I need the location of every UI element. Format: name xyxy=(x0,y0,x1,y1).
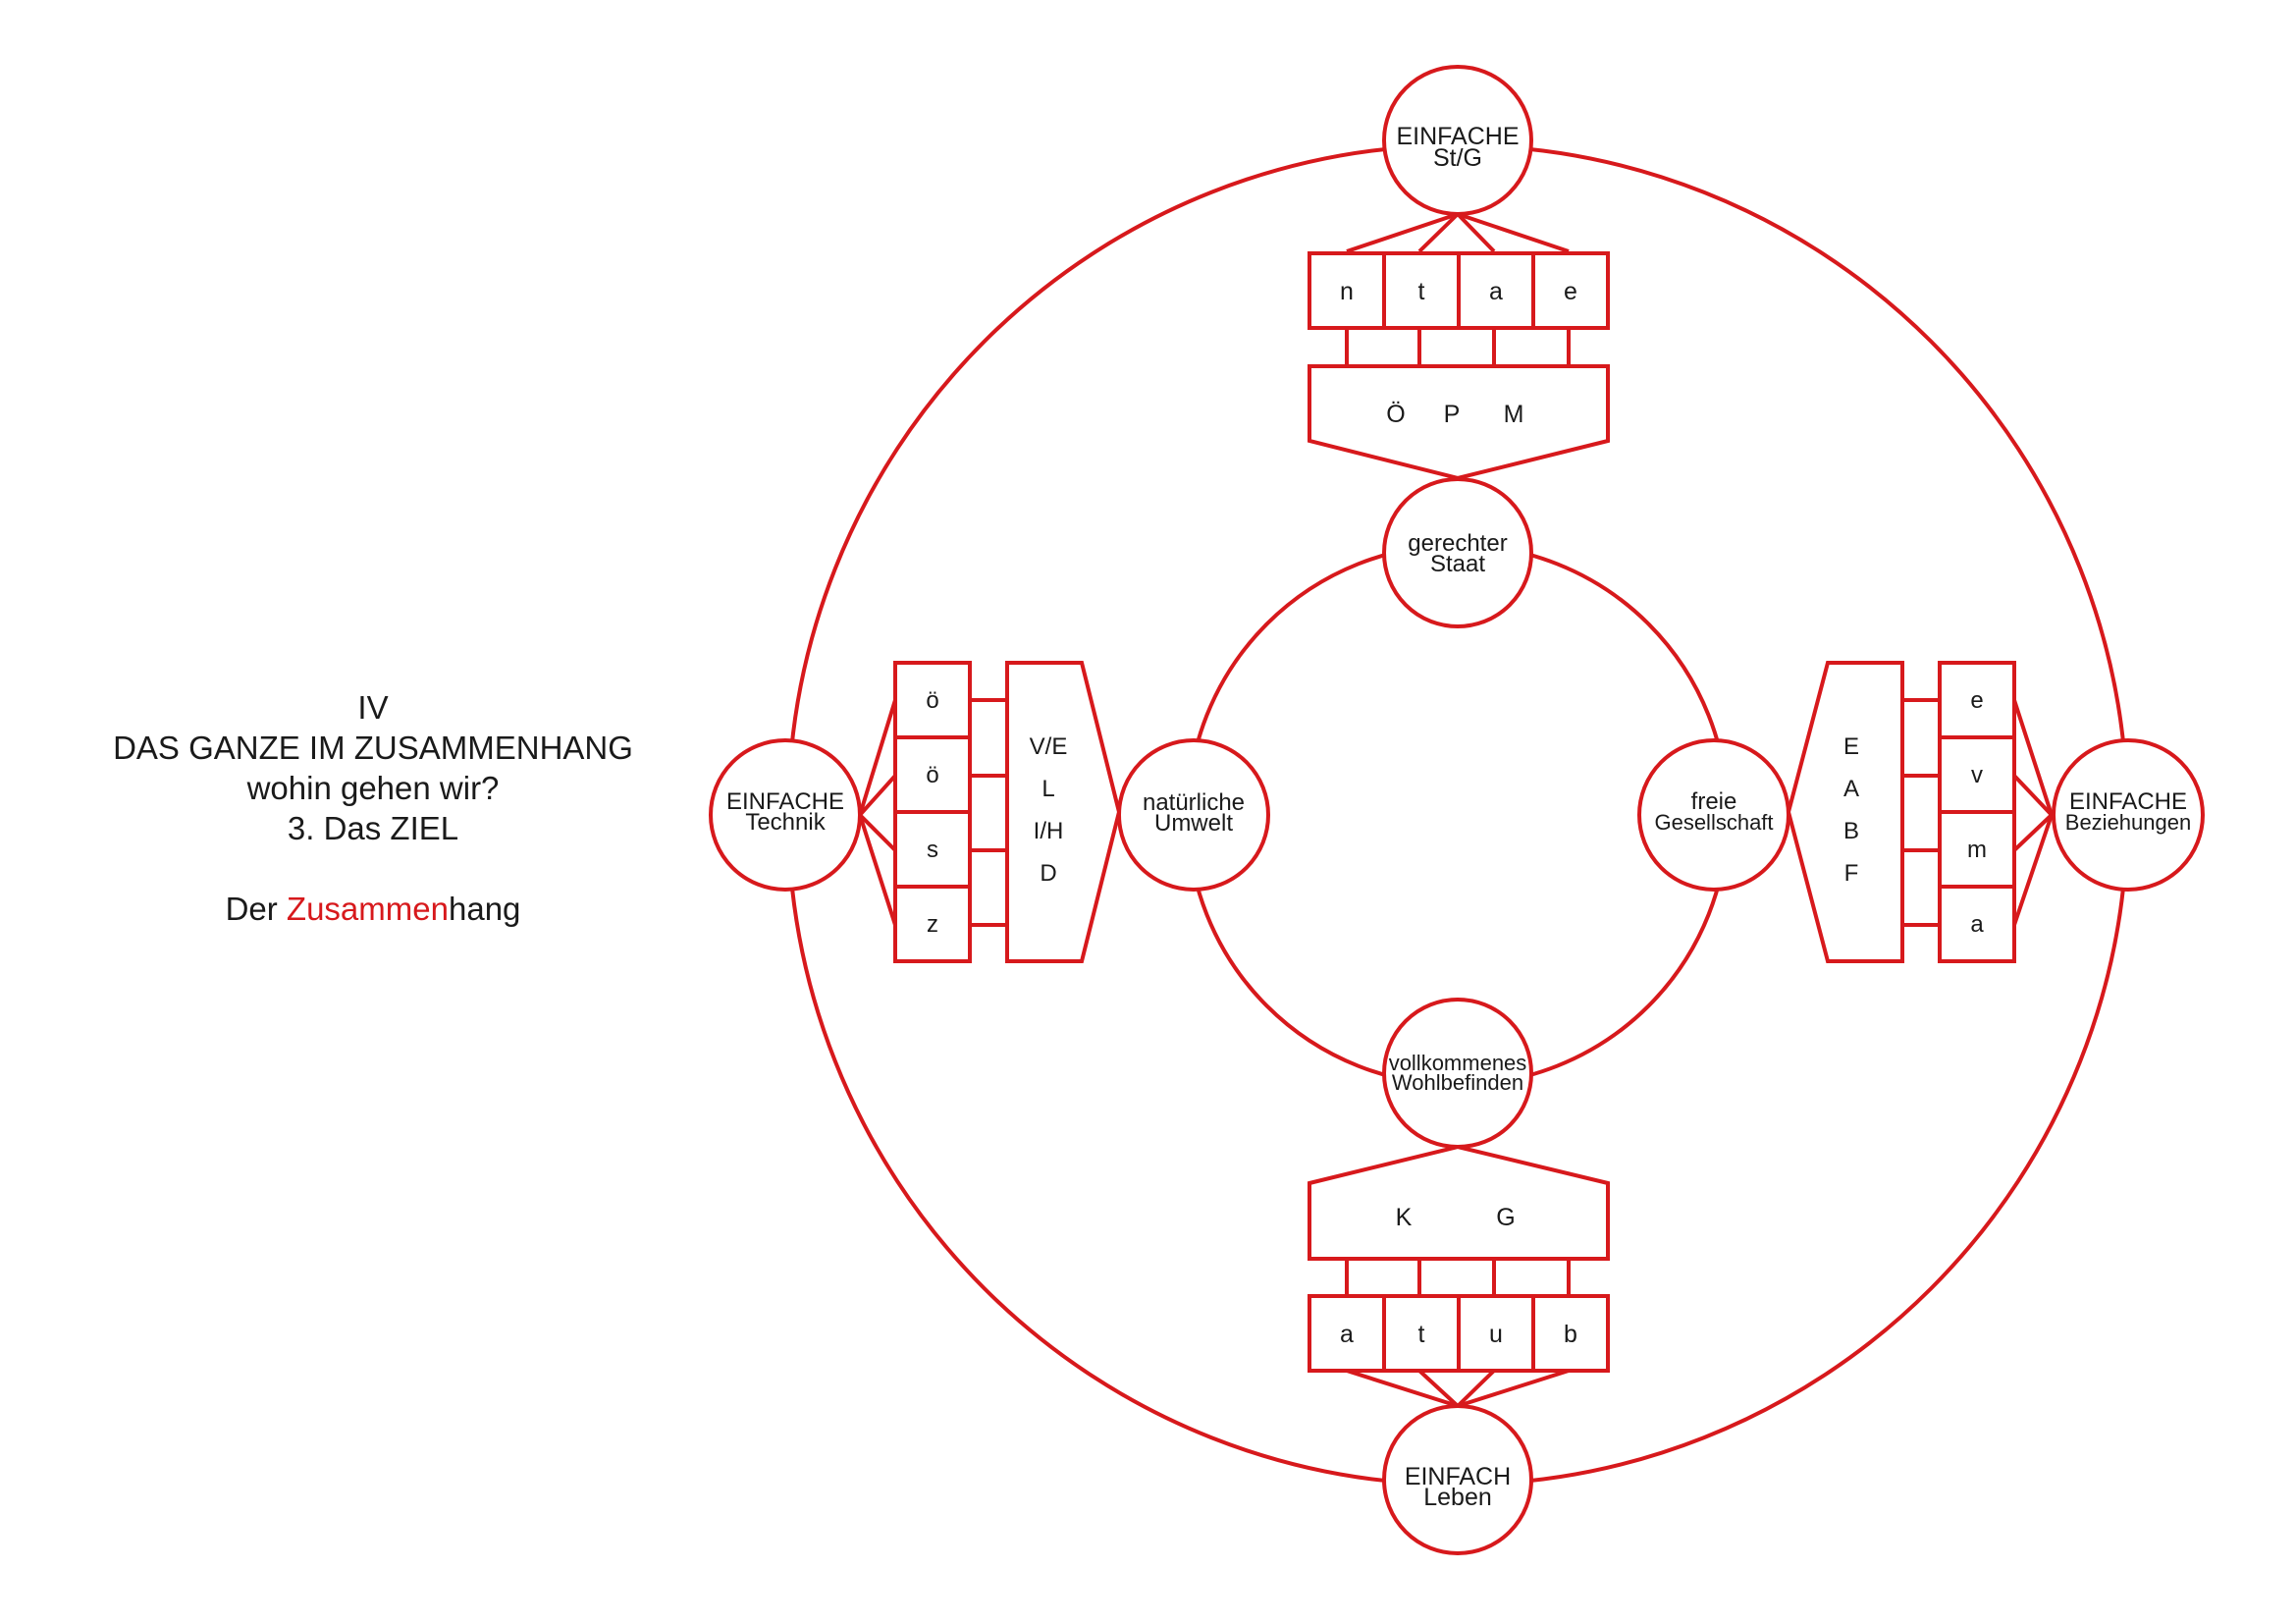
left-bar-label-4: D xyxy=(1040,860,1056,887)
node-inner-top-circle xyxy=(1382,477,1533,628)
node-bottom-circle xyxy=(1382,1404,1533,1555)
top-cell-4-label: e xyxy=(1564,278,1577,305)
left-cell-4-label: z xyxy=(927,911,938,938)
bottom-cell-3-label: u xyxy=(1489,1321,1503,1348)
title-block: IV DAS GANZE IM ZUSAMMENHANG wohin gehen… xyxy=(59,687,687,929)
top-cell-2 xyxy=(1382,251,1461,330)
left-cell-2 xyxy=(893,735,972,814)
title-line-3: wohin gehen wir? xyxy=(246,770,500,806)
node-top-label-2: St/G xyxy=(1433,144,1482,172)
subtitle-suffix: hang xyxy=(448,891,521,927)
node-bottom-label-2: Leben xyxy=(1423,1484,1492,1511)
right-cell-1-label: e xyxy=(1970,687,1983,714)
node-left-circle xyxy=(709,738,862,892)
top-bar-label-1: Ö xyxy=(1386,401,1405,428)
top-bar-label-2: P xyxy=(1444,401,1461,428)
left-cell-3-label: s xyxy=(927,837,938,863)
right-cell-4-label: a xyxy=(1970,911,1984,938)
node-top-label-1: EINFACHE xyxy=(1396,123,1519,150)
left-cell-4 xyxy=(893,885,972,963)
right-bar-label-2: A xyxy=(1843,776,1859,802)
right-branch xyxy=(1786,661,2054,963)
title-line-2: DAS GANZE IM ZUSAMMENHANG xyxy=(113,730,633,766)
bottom-cell-1-label: a xyxy=(1340,1321,1354,1348)
node-right-circle xyxy=(2052,738,2205,892)
node-left-label-1: EINFACHE xyxy=(726,788,844,815)
top-cell-2-label: t xyxy=(1418,278,1425,305)
subtitle: Der Zusammenhang xyxy=(59,889,687,929)
title-line-4: 3. Das ZIEL xyxy=(287,810,459,846)
top-cell-1 xyxy=(1308,251,1386,330)
node-left-label-2: Technik xyxy=(745,809,826,836)
node-right-label-1: EINFACHE xyxy=(2069,788,2187,815)
node-top-circle xyxy=(1382,65,1533,216)
outer-ring xyxy=(786,143,2129,1487)
bottom-cell-4 xyxy=(1531,1294,1610,1373)
bottom-cell-2-label: t xyxy=(1418,1321,1425,1348)
bottom-cell-2 xyxy=(1382,1294,1461,1373)
subtitle-highlight: Zusammen xyxy=(286,891,449,927)
left-cell-3 xyxy=(893,810,972,889)
title-gap xyxy=(59,848,687,889)
top-cell-3-label: a xyxy=(1489,278,1503,305)
node-inner-right-circle xyxy=(1637,738,1790,892)
left-branch xyxy=(858,661,1122,963)
right-bar-label-4: F xyxy=(1844,860,1859,887)
node-inner-top-label-1: gerechter xyxy=(1408,530,1507,557)
bottom-bar-label-2: G xyxy=(1496,1204,1515,1231)
left-bar-label-3: I/H xyxy=(1034,818,1064,844)
bottom-bar-shape xyxy=(1308,1144,1610,1261)
title-line-1: IV xyxy=(357,689,389,726)
subtitle-prefix: Der xyxy=(225,891,287,927)
node-inner-bottom-label-2: Wohlbefinden xyxy=(1392,1070,1523,1095)
left-cell-1-label: ö xyxy=(926,687,938,714)
left-cell-2-label: ö xyxy=(926,762,938,788)
node-inner-left-circle xyxy=(1117,738,1270,892)
left-cell-1 xyxy=(893,661,972,739)
right-cell-2 xyxy=(1938,735,2016,814)
node-inner-right-label-2: Gesellschaft xyxy=(1654,810,1773,835)
right-cell-3 xyxy=(1938,810,2016,889)
right-cell-4 xyxy=(1938,885,2016,963)
node-inner-bottom-circle xyxy=(1382,998,1533,1149)
top-cell-4 xyxy=(1531,251,1610,330)
top-bar-label-3: M xyxy=(1504,401,1524,428)
top-bar-shape xyxy=(1308,364,1610,481)
top-branch xyxy=(1308,212,1610,481)
bottom-bar-label-1: K xyxy=(1396,1204,1413,1231)
node-inner-top-label-2: Staat xyxy=(1430,551,1485,577)
node-inner-right-label-1: freie xyxy=(1691,788,1737,815)
node-inner-bottom-label-1: vollkommenes xyxy=(1389,1051,1527,1075)
node-bottom-label-1: EINFACH xyxy=(1405,1463,1511,1490)
left-bar-shape xyxy=(1005,661,1122,963)
right-bar-shape xyxy=(1786,661,1904,963)
bottom-cell-4-label: b xyxy=(1564,1321,1577,1348)
top-cell-1-label: n xyxy=(1340,278,1354,305)
right-bar-label-1: E xyxy=(1843,733,1859,760)
left-bar-label-1: V/E xyxy=(1030,733,1068,760)
node-right-label-2: Beziehungen xyxy=(2065,810,2191,835)
right-cell-2-label: v xyxy=(1971,762,1983,788)
right-bar-label-3: B xyxy=(1843,818,1859,844)
bottom-branch xyxy=(1308,1144,1610,1408)
right-cell-3-label: m xyxy=(1967,837,1987,863)
left-bar-label-2: L xyxy=(1041,776,1054,802)
node-inner-left-label-1: natürliche xyxy=(1143,789,1245,816)
node-inner-left-label-2: Umwelt xyxy=(1154,810,1233,837)
